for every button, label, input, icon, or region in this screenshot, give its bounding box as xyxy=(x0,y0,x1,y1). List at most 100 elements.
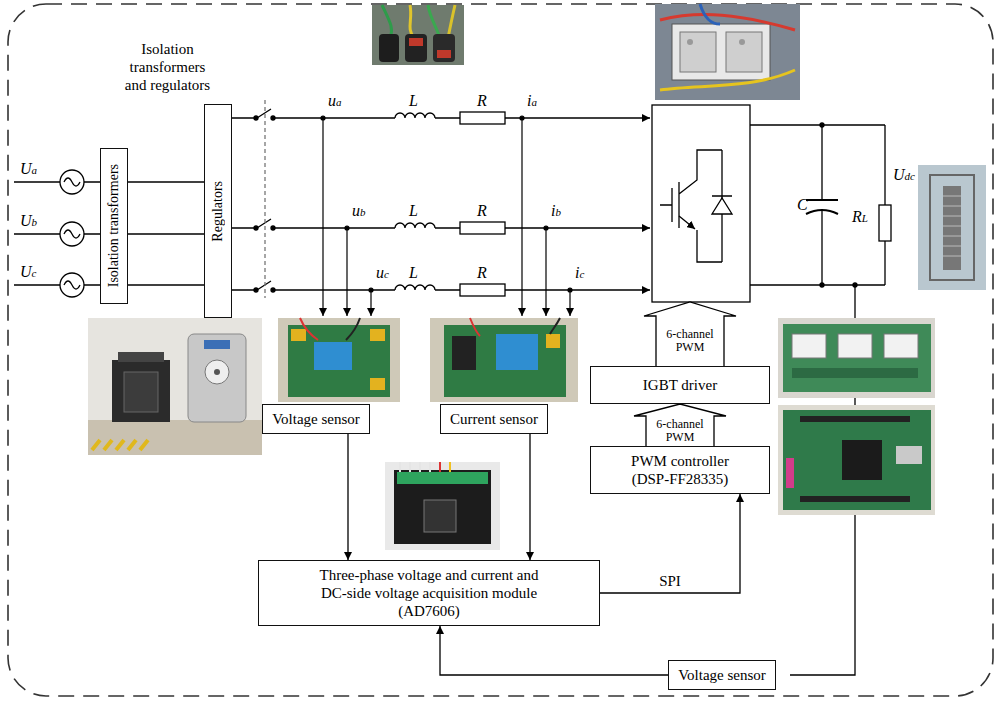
source-symbol: Uc xyxy=(20,263,36,282)
transformer-regulator-photo xyxy=(88,420,262,455)
ganged-switch-link xyxy=(264,100,265,298)
transformer-regulator-photo xyxy=(112,360,170,422)
current-sensor-photo xyxy=(430,318,578,402)
voltage-sensor-photo xyxy=(288,325,390,397)
transformer-regulator-photo xyxy=(92,440,148,450)
signal-name: ia xyxy=(527,92,537,111)
current-sensor-photo xyxy=(496,334,538,370)
adc-board-photo xyxy=(400,462,430,472)
dsp-board-photo xyxy=(778,405,935,515)
box-text: PWM controller (DSP-FF28335) xyxy=(618,452,743,488)
signal-name: 6-channel PWM xyxy=(658,328,722,354)
dsp-board-photo xyxy=(786,458,794,488)
transformer-regulator-photo xyxy=(188,334,246,422)
driver-board-photo xyxy=(792,334,826,358)
transformer-regulator-photo xyxy=(118,352,164,362)
box-text: Voltage sensor xyxy=(272,410,360,428)
three-phase-wires xyxy=(231,219,650,228)
signal-name: ua xyxy=(328,92,342,111)
adc-board-photo xyxy=(424,500,456,532)
clamp-photo xyxy=(382,5,392,38)
three-phase-wires xyxy=(231,100,650,298)
component-symbol: R xyxy=(477,264,487,283)
adc-board-photo xyxy=(385,462,500,550)
load-resistor-photo xyxy=(930,175,974,280)
pwm-block-arrow xyxy=(644,302,736,366)
measurement-taps xyxy=(321,116,572,316)
connector xyxy=(128,233,204,234)
acquisition-box: Three-phase voltage and current and DC-s… xyxy=(258,560,600,626)
clamp-photo xyxy=(379,34,399,62)
connector xyxy=(600,494,740,593)
driver-box: IGBT driver xyxy=(590,366,770,404)
voltage-sensor-photo xyxy=(314,342,352,370)
three-phase-wires xyxy=(271,226,275,230)
current-sensor-photo xyxy=(470,318,480,336)
dc-link xyxy=(820,283,824,287)
clamp-photo xyxy=(372,5,464,65)
measurement-taps xyxy=(569,290,570,316)
measurement-taps xyxy=(544,226,548,230)
inductor-symbol xyxy=(395,113,435,290)
converter-photo xyxy=(655,4,800,100)
measurement-taps xyxy=(568,288,572,292)
current-sensor-photo xyxy=(430,318,578,402)
regulator-box: Regulators xyxy=(204,104,232,318)
measurement-taps xyxy=(321,116,325,120)
component-symbol: L xyxy=(409,264,418,283)
transformer-regulator-photo xyxy=(204,340,230,349)
converter-photo xyxy=(660,15,795,30)
current-sensor-photo xyxy=(546,334,560,348)
voltage-sensor-photo xyxy=(370,378,385,390)
three-phase-wires xyxy=(254,288,258,292)
capacitor-symbol xyxy=(806,199,838,201)
dc-link xyxy=(853,283,857,287)
current-sensor-photo xyxy=(444,325,566,397)
clamp-photo xyxy=(433,34,455,62)
voltage-sensor-photo xyxy=(278,318,400,402)
clamp-photo xyxy=(372,5,464,65)
resistor-symbol xyxy=(460,284,505,296)
capacitor-symbol xyxy=(821,125,822,285)
driver-board-photo xyxy=(884,334,918,358)
converter-photo xyxy=(726,32,762,72)
transformer-regulator-photo xyxy=(205,360,229,384)
sensor-label-box: Voltage sensor xyxy=(262,404,370,434)
component-symbol: R xyxy=(477,92,487,111)
current-sensor-photo xyxy=(452,336,476,370)
clamp-photo xyxy=(428,5,440,38)
transformer-regulator-photo xyxy=(214,369,220,375)
component-symbol: C xyxy=(797,196,808,215)
clamp-photo xyxy=(410,5,414,38)
sensor-label-box: Current sensor xyxy=(440,404,548,434)
converter-bridge xyxy=(652,105,750,302)
three-phase-wires xyxy=(271,116,275,120)
transformer-regulator-photo xyxy=(88,318,262,455)
dsp-board-photo xyxy=(783,410,931,510)
component-symbol: L xyxy=(409,202,418,221)
converter-photo xyxy=(655,4,800,100)
connector xyxy=(347,434,348,560)
group-caption: Isolation transformers and regulators xyxy=(120,40,215,94)
converter-photo xyxy=(660,70,795,90)
source-symbol: Ua xyxy=(20,160,37,179)
current-sensor-photo xyxy=(550,318,560,334)
sensor-box: Voltage sensor xyxy=(668,660,776,690)
connector-label: 6-channel PWM xyxy=(648,418,712,444)
ac-source xyxy=(64,178,80,289)
connector xyxy=(128,181,204,182)
ac-source xyxy=(14,182,100,285)
driver-board-photo xyxy=(778,318,935,398)
adc-board-photo xyxy=(385,462,500,550)
clamp-photo xyxy=(409,38,423,46)
measurement-taps xyxy=(545,228,546,316)
component-symbol: RL xyxy=(852,208,868,227)
box-text: Regulators xyxy=(210,181,226,242)
capacitor-symbol xyxy=(806,210,838,214)
clamp-photo xyxy=(405,34,427,62)
measurement-taps xyxy=(346,228,347,316)
signal-name: ub xyxy=(352,202,366,221)
component-symbol: L xyxy=(409,92,418,111)
